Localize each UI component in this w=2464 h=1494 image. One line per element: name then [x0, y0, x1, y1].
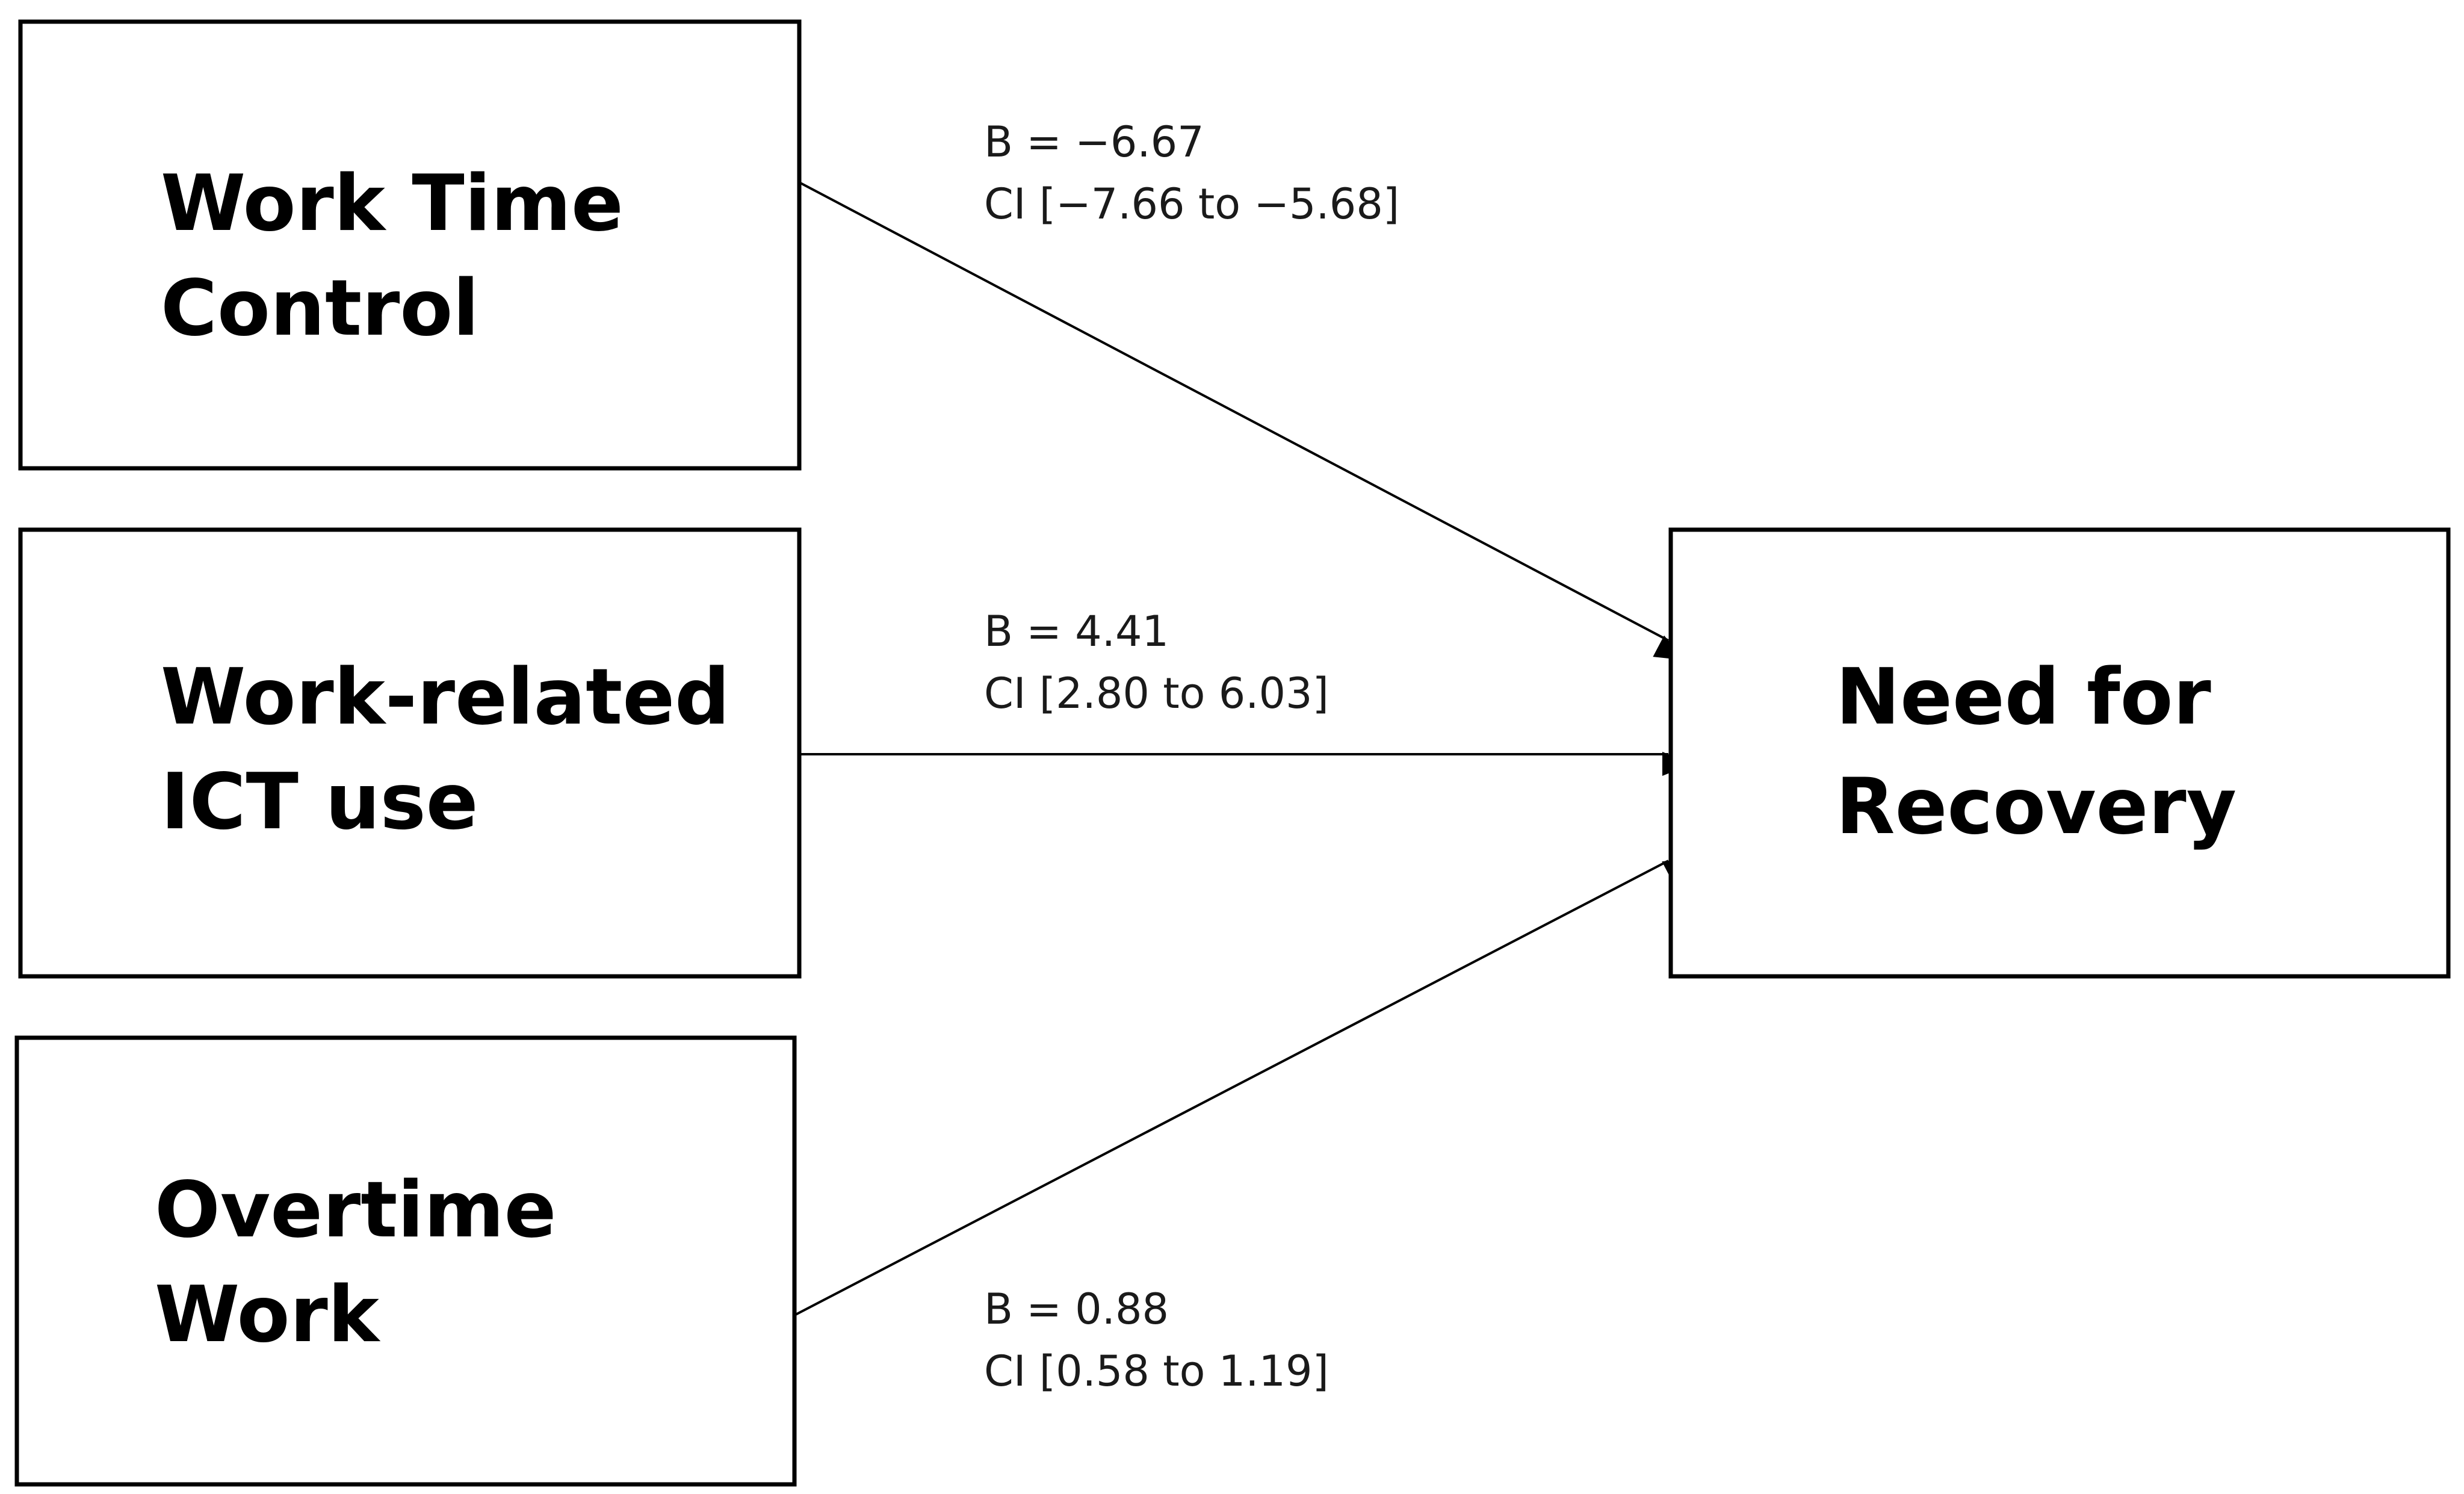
- confidence-interval: CI [2.80 to 6.03]: [984, 669, 1329, 718]
- path-arrows: [794, 181, 1694, 1316]
- box-label-line-1: Need for: [1836, 652, 2211, 742]
- predictor-box-overtime-work: Overtime Work: [14, 1035, 797, 1487]
- box-label-line-2: Work: [155, 1270, 381, 1360]
- arrow-work-time-control-to-need-for-recovery: [799, 181, 1685, 660]
- path-coefficient-ict-use: B = 4.41 CI [2.80 to 6.03]: [984, 607, 1329, 718]
- coefficient-b: B = 4.41: [984, 607, 1169, 656]
- box-label-line-2: Recovery: [1836, 762, 2236, 852]
- box-label-line-1: Overtime: [155, 1165, 556, 1255]
- box-label-line-2: ICT use: [161, 757, 478, 847]
- box-label-line-1: Work-related: [161, 652, 730, 742]
- path-coefficient-overtime-work: B = 0.88 CI [0.58 to 1.19]: [984, 1285, 1329, 1396]
- coefficient-b: B = 0.88: [984, 1285, 1169, 1334]
- coefficient-b: B = −6.67: [984, 117, 1204, 167]
- outcome-box-need-for-recovery: Need for Recovery: [1668, 527, 2451, 979]
- confidence-interval: CI [−7.66 to −5.68]: [984, 179, 1399, 229]
- predictor-box-work-related-ict-use: Work-related ICT use: [18, 527, 802, 979]
- predictor-box-work-time-control: Work Time Control: [18, 19, 802, 471]
- path-coefficient-work-time-control: B = −6.67 CI [−7.66 to −5.68]: [984, 117, 1399, 229]
- box-label-line-2: Control: [161, 264, 479, 353]
- arrow-overtime-work-to-need-for-recovery: [794, 858, 1694, 1316]
- box-label-line-1: Work Time: [161, 159, 624, 249]
- confidence-interval: CI [0.58 to 1.19]: [984, 1347, 1329, 1396]
